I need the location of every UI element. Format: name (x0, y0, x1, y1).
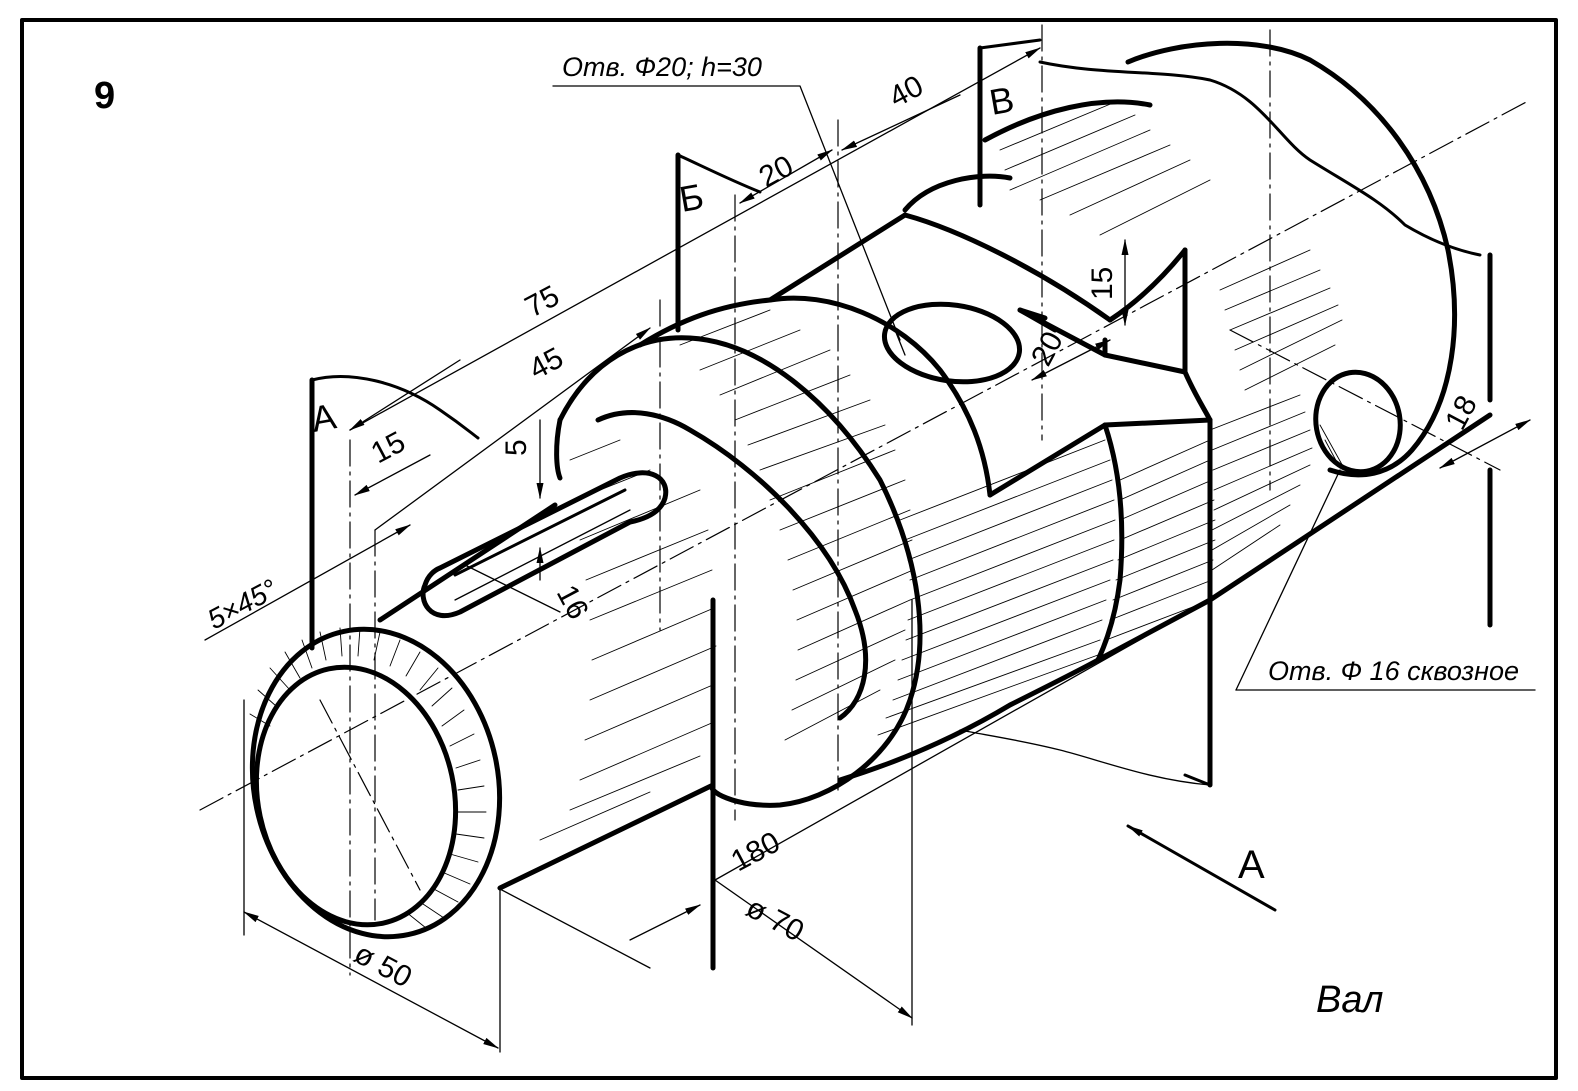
dim-40: 40 (884, 69, 929, 114)
part-title: Вал (1316, 979, 1383, 1021)
view-arrow (1126, 824, 1277, 912)
dim-180: 180 (726, 826, 786, 879)
sheet-frame (20, 18, 1558, 1080)
dim-15-right: 15 (1086, 267, 1119, 300)
note-through-hole: Отв. Ф 16 сквозное (1268, 656, 1519, 686)
dimension-lines (204, 47, 1536, 1053)
section-plane-v (977, 38, 1213, 788)
main-cylinder-hatching (539, 99, 1343, 841)
center-lines (199, 24, 1531, 976)
dim-18: 18 (1439, 390, 1484, 435)
dim-chamfer: 5×45° (202, 573, 282, 635)
right-flange (902, 40, 1493, 628)
note-blind-hole: Отв. Ф20; h=30 (562, 52, 762, 82)
dim-15-left: 15 (366, 425, 411, 470)
dim-75: 75 (520, 279, 565, 324)
dim-20-top: 20 (754, 149, 799, 194)
small-shaft-end (249, 502, 716, 940)
dim-dia-70: ø 70 (741, 891, 809, 948)
dim-45: 45 (524, 341, 569, 386)
dim-5: 5 (500, 439, 533, 456)
section-label-b: Б (676, 175, 706, 219)
view-label-a: А (1238, 843, 1265, 887)
dim-16: 16 (550, 580, 595, 625)
section-plane-a (309, 375, 480, 651)
through-hole (1313, 369, 1403, 475)
blind-hole (881, 301, 1023, 385)
main-cylinder (554, 212, 1493, 808)
section-label-v: В (986, 78, 1017, 123)
keyway-slot (420, 470, 669, 619)
sheet-number: 9 (94, 75, 115, 117)
chamfer-hatching (249, 627, 487, 929)
